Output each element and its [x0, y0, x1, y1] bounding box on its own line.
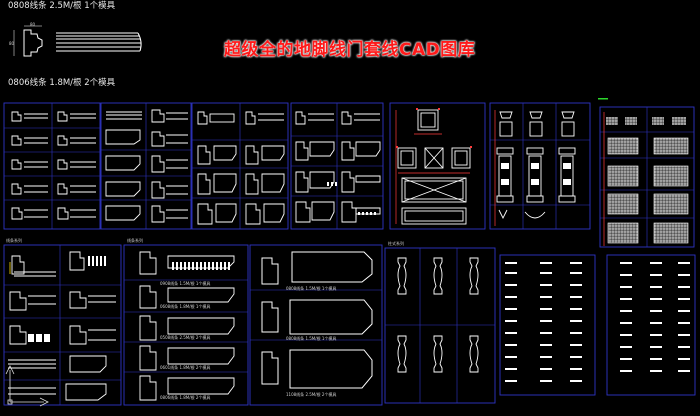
profile-0808-dim-top: 80 — [30, 22, 36, 27]
profile-0808-dim-side: 80 — [9, 41, 15, 46]
frame-grid — [4, 103, 694, 405]
profile-caption-c3: 1108线条 2.5M/根 2个模具 — [286, 392, 337, 397]
dentil-row-b — [172, 262, 230, 270]
profile-caption-b1: 0908线条 1.5M/根 1个模具 — [160, 281, 211, 286]
line-series-b — [139, 251, 235, 401]
line-series-a — [8, 251, 116, 401]
ornament-blocks — [28, 256, 106, 342]
profile-caption-b2: 0608线条 1.8M/根 1个模具 — [160, 304, 211, 309]
dimension-lines-red — [395, 110, 605, 246]
baluster-profiles — [397, 257, 479, 373]
line-series-c — [261, 251, 373, 389]
section-label-c: 柱式系列 — [388, 241, 404, 246]
table-rows — [505, 262, 690, 382]
drawing-frames — [3, 102, 696, 406]
profile-0808-drawing — [13, 25, 142, 57]
dentil-decoration — [327, 182, 376, 215]
section-label-b: 线条系列 — [127, 238, 143, 243]
profile-caption-b3: 0508线条 2.5M/根 2个模具 — [160, 335, 211, 340]
profile-0808-caption: 0808线条 2.5M/根 1个模具 — [8, 1, 116, 11]
page-title: 超级全的地脚线门套线CAD图库 — [224, 40, 476, 60]
green-marker — [598, 98, 608, 100]
door-frame-profiles — [397, 109, 471, 225]
profile-caption-c1: 0808线条 1.5M/根 1个模具 — [286, 286, 337, 291]
profile-caption-b4: 0601线条 1.8M/根 2个模具 — [160, 365, 211, 370]
ucs-axis-icon — [5, 365, 49, 407]
profile-0806-caption: 0806线条 1.8M/根 2个模具 — [8, 78, 116, 88]
stone-hatch-panels — [606, 117, 689, 244]
column-profiles — [496, 111, 576, 220]
profile-caption-b5: 0806线条 1.8M/根 2个模具 — [160, 395, 211, 400]
section-label-a: 线条系列 — [6, 238, 22, 243]
dimension-ticks — [396, 108, 472, 148]
column-capitals — [501, 163, 571, 185]
small-profiles — [11, 109, 381, 225]
profile-caption-c2: 0808线条 1.5M/根 1个模具 — [286, 336, 337, 341]
